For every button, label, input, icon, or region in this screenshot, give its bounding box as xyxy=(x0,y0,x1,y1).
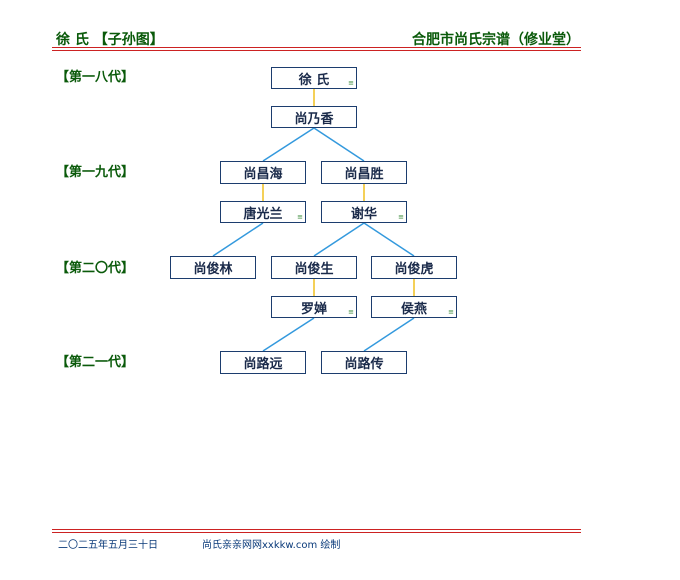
person-node-hu[interactable]: 尚俊虎 xyxy=(371,256,457,279)
child-link-nai-sheng1 xyxy=(313,127,365,162)
person-node-hou[interactable]: 侯燕 ≡ xyxy=(371,296,457,318)
generation-label-21: 【第二一代】 xyxy=(56,355,135,370)
person-name: 唐光兰 xyxy=(243,206,283,222)
person-name: 徐 氏 xyxy=(298,72,330,88)
person-node-luo[interactable]: 罗婵 ≡ xyxy=(271,296,357,318)
footer-rule-bottom xyxy=(52,532,581,533)
child-link-xie-hu xyxy=(363,222,415,257)
header-rule-top xyxy=(52,47,581,48)
child-link-xie-sheng2 xyxy=(313,222,365,257)
person-node-xu[interactable]: 徐 氏 ≡ xyxy=(271,67,357,89)
person-node-lin[interactable]: 尚俊林 xyxy=(170,256,256,279)
header-title: 徐 氏 【子孙图】 xyxy=(56,32,164,48)
person-name: 尚俊生 xyxy=(294,262,334,277)
person-node-chuan[interactable]: 尚路传 xyxy=(321,351,407,374)
person-name: 罗婵 xyxy=(300,301,327,317)
generation-label-20: 【第二〇代】 xyxy=(56,261,135,276)
person-name: 谢华 xyxy=(350,206,377,222)
footer-date: 二〇二五年五月三十日 xyxy=(58,540,158,551)
person-name: 尚昌海 xyxy=(243,167,283,182)
detail-icon: ≡ xyxy=(348,79,354,87)
detail-icon: ≡ xyxy=(348,308,354,316)
child-link-tang-lin xyxy=(212,222,264,257)
child-link-hou-chuan xyxy=(363,317,415,352)
person-name: 尚路传 xyxy=(344,357,384,372)
person-node-yuan[interactable]: 尚路远 xyxy=(220,351,306,374)
person-node-nai[interactable]: 尚乃香 xyxy=(271,106,357,128)
person-node-tang[interactable]: 唐光兰 ≡ xyxy=(220,201,306,223)
child-link-nai-hai xyxy=(262,127,315,162)
footer-rule-top xyxy=(52,529,581,530)
person-node-sheng2[interactable]: 尚俊生 xyxy=(271,256,357,279)
person-node-sheng1[interactable]: 尚昌胜 xyxy=(321,161,407,184)
person-name: 侯燕 xyxy=(400,301,427,317)
person-node-xie[interactable]: 谢华 ≡ xyxy=(321,201,407,223)
footer-site-credit: 尚氏亲亲网网xxkkw.com 绘制 xyxy=(202,540,341,551)
detail-icon: ≡ xyxy=(398,213,404,221)
header-genealogy-name: 合肥市尚氏宗谱（修业堂） xyxy=(412,32,580,48)
detail-icon: ≡ xyxy=(448,308,454,316)
person-name: 尚路远 xyxy=(243,357,283,372)
child-link-luo-yuan xyxy=(262,317,315,352)
person-name: 尚俊林 xyxy=(193,262,233,277)
generation-label-19: 【第一九代】 xyxy=(56,165,135,180)
person-node-hai[interactable]: 尚昌海 xyxy=(220,161,306,184)
person-name: 尚昌胜 xyxy=(344,167,384,182)
person-name: 尚俊虎 xyxy=(394,262,434,277)
header-rule-bottom xyxy=(52,50,581,51)
generation-label-18: 【第一八代】 xyxy=(56,70,135,85)
person-name: 尚乃香 xyxy=(294,111,334,127)
detail-icon: ≡ xyxy=(297,213,303,221)
